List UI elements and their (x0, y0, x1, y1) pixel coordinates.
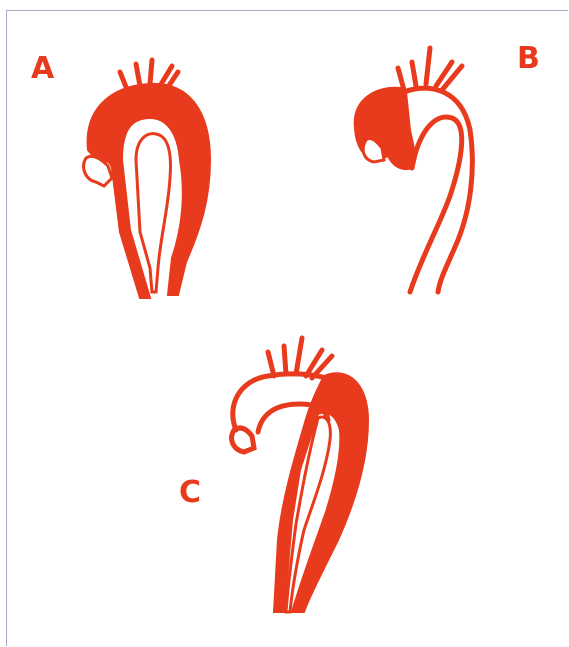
panel-c-branch-3 (296, 338, 302, 374)
label-b: B (517, 44, 540, 74)
panel-b-branch-2 (412, 62, 416, 86)
panel-b-aorta (355, 48, 473, 292)
panel-c-aortic-root (232, 428, 254, 452)
panel-b-branch-3 (426, 48, 430, 84)
label-c: C (179, 478, 201, 508)
panel-b-inner-wall (410, 117, 462, 292)
panel-a-aorta (84, 60, 210, 298)
panel-c-branch-1 (268, 352, 274, 376)
panel-c-branch-2 (284, 346, 286, 374)
panel-c-aorta (232, 338, 368, 612)
panel-b-branch-1 (398, 68, 404, 90)
panel-a-branch-2 (136, 64, 140, 86)
panel-a-branch-3 (150, 60, 152, 84)
label-a: A (31, 54, 54, 84)
